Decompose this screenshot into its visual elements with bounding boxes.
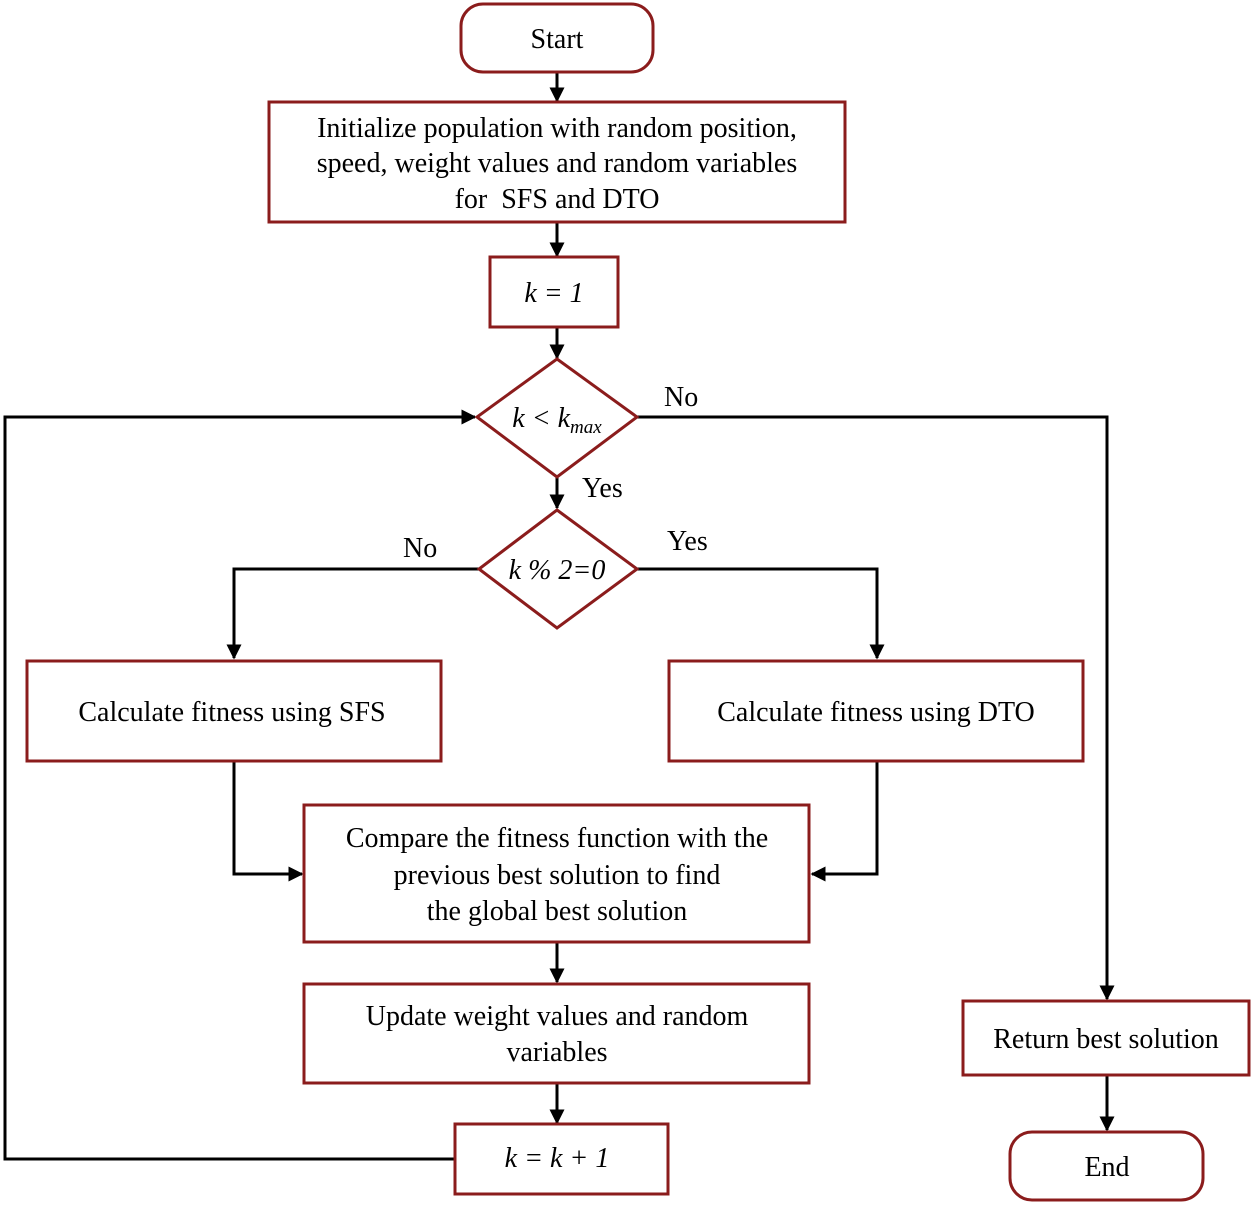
arrow-dto-to-compare [810, 762, 879, 882]
return-process: Return best solution [961, 999, 1251, 1077]
update-process: Update weight values and random variable… [302, 982, 811, 1085]
k-init-label: k = 1 [524, 278, 583, 309]
loop-condition-decision: k < kmax [474, 357, 640, 479]
parity-yes-label: Yes [667, 526, 708, 557]
increment-label: k = k + 1 [505, 1143, 610, 1174]
parity-no-label: No [403, 533, 437, 564]
arrow-sfs-to-compare [232, 762, 304, 882]
parity-decision: k % 2=0 [476, 508, 640, 630]
update-line-2: variables [506, 1037, 607, 1068]
k-init-process: k = 1 [488, 255, 620, 329]
dto-label: Calculate fitness using DTO [717, 697, 1035, 728]
loop-condition-k: k < k [512, 403, 570, 434]
start-label: Start [531, 24, 584, 55]
sfs-process: Calculate fitness using SFS [25, 659, 443, 763]
increment-process: k = k + 1 [453, 1122, 670, 1196]
update-line-1: Update weight values and random [366, 1001, 749, 1032]
init-line-1: Initialize population with random positi… [317, 113, 797, 144]
arrow-parity-yes-to-dto [637, 567, 885, 660]
loop-yes-label: Yes [582, 473, 623, 504]
compare-process: Compare the fitness function with the pr… [302, 803, 811, 944]
init-line-2: speed, weight values and random variable… [317, 148, 798, 179]
end-label: End [1084, 1152, 1129, 1183]
compare-line-2: previous best solution to find [394, 860, 721, 891]
dto-process: Calculate fitness using DTO [667, 659, 1085, 763]
compare-line-3: the global best solution [427, 896, 688, 927]
loop-condition-subscript: max [570, 417, 602, 438]
parity-label: k % 2=0 [509, 555, 606, 586]
arrow-increment-loop-back [3, 409, 477, 1161]
loop-no-label: No [664, 382, 698, 413]
sfs-label: Calculate fitness using SFS [78, 697, 385, 728]
start-terminal: Start [459, 2, 655, 74]
compare-line-1: Compare the fitness function with the [346, 823, 768, 854]
arrow-loop-no-to-return [637, 415, 1115, 1001]
arrow-parity-no-to-sfs [226, 567, 479, 660]
loop-condition-label: k < kmax [512, 403, 602, 438]
init-line-3: for SFS and DTO [455, 184, 660, 215]
init-process: Initialize population with random positi… [267, 100, 847, 224]
end-terminal: End [1008, 1130, 1205, 1202]
return-label: Return best solution [993, 1024, 1219, 1055]
